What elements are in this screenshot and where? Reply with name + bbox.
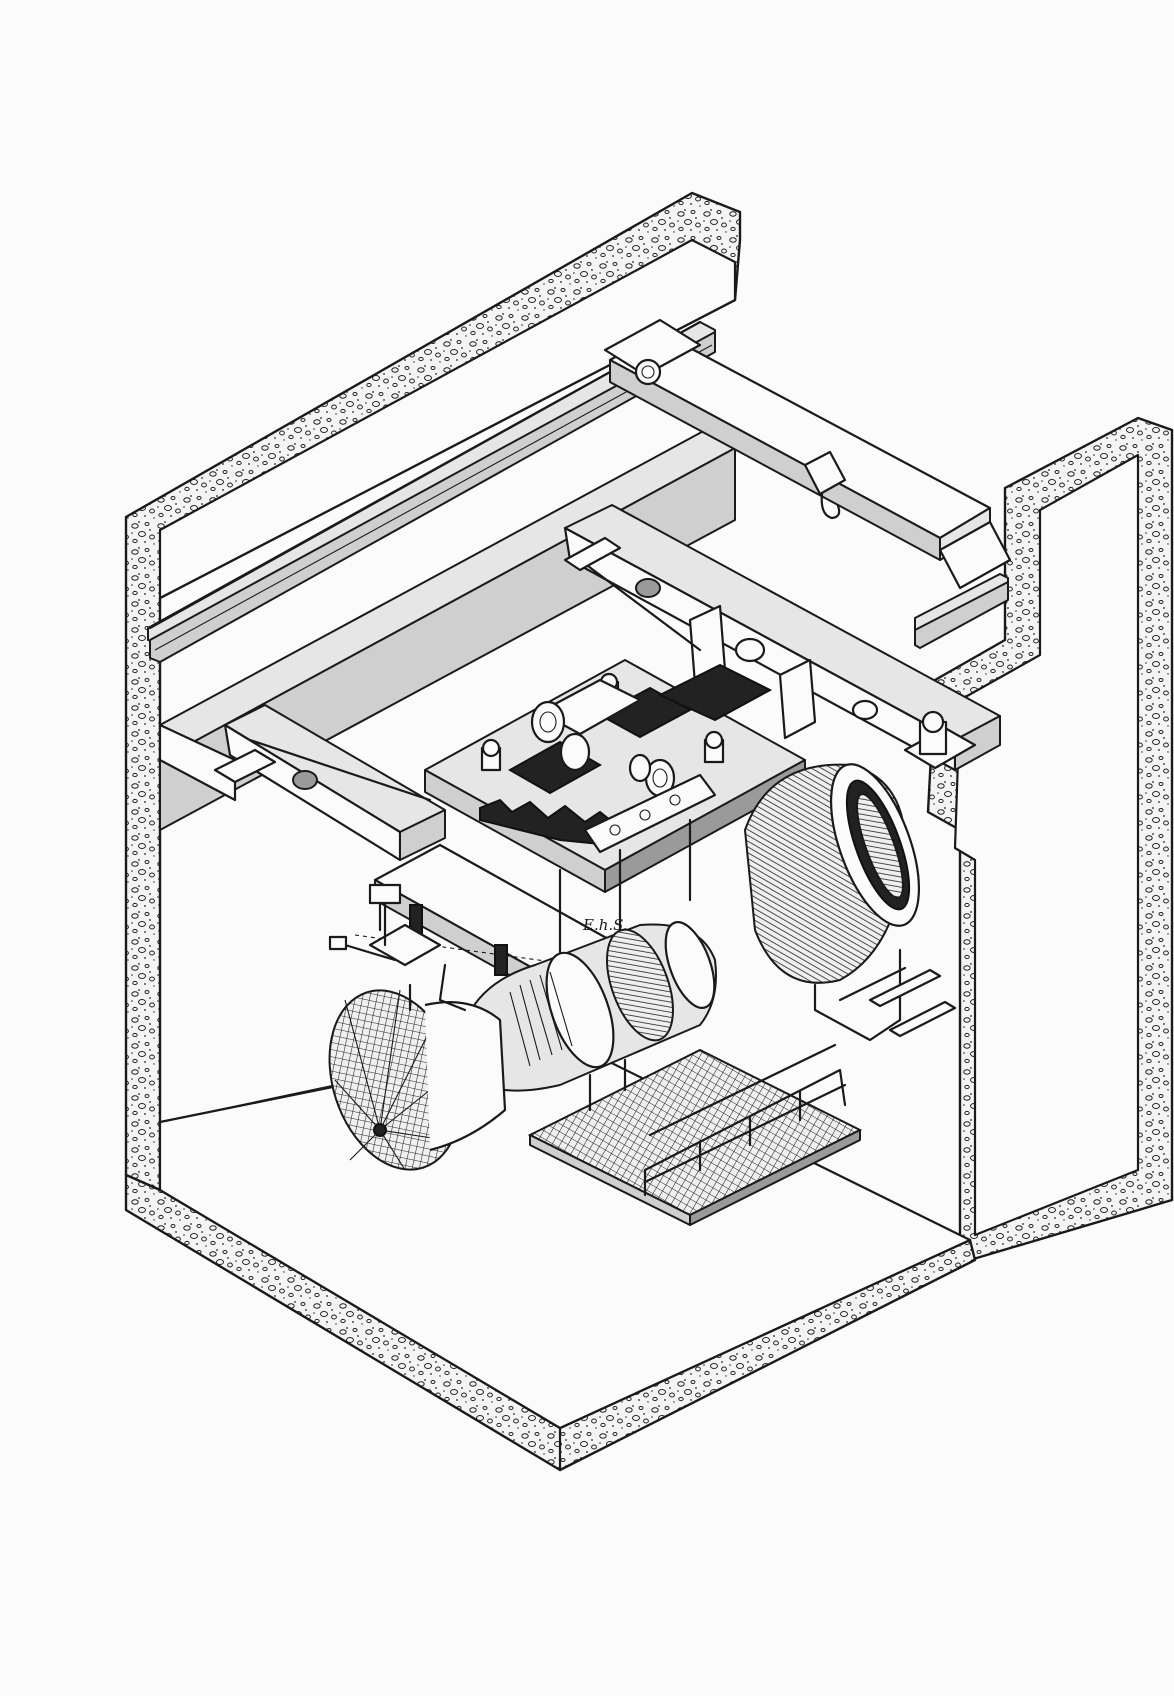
roller-assembly [530, 678, 676, 798]
thrust-measuring-table [424, 659, 806, 893]
exhaust-collector-duct [743, 763, 920, 1042]
handrail [588, 1043, 847, 1197]
fan-blades [509, 971, 573, 1067]
bearing-pedestal-icon [480, 738, 502, 772]
work-platform [527, 1043, 863, 1226]
throttle-linkage [328, 883, 402, 962]
turbofan-engine [328, 921, 717, 1171]
floor-mount-rails [868, 968, 957, 1038]
inlet-screen-spokes [334, 989, 456, 1171]
wall-bearing-block [563, 536, 977, 770]
reference-line [354, 934, 576, 966]
right-wall-face [953, 453, 1140, 1237]
bearing-pedestal-icon [703, 730, 725, 764]
suspension-ties [248, 558, 702, 802]
inlet-hub-icon [373, 1123, 387, 1137]
crane-rail-right [914, 573, 1009, 649]
crane-hook-icon [803, 450, 847, 520]
pit-floor [158, 1038, 972, 1430]
crane-bridge-beam-front [563, 504, 1001, 772]
crane-bridge-beam-rear [603, 318, 1012, 590]
back-wall-face [158, 238, 737, 600]
thrust-link-bar [583, 773, 717, 854]
engine-support-frame: E.h.S. [373, 818, 692, 996]
gusset-plate [778, 658, 817, 740]
artist-signature: E.h.S. [582, 916, 628, 934]
